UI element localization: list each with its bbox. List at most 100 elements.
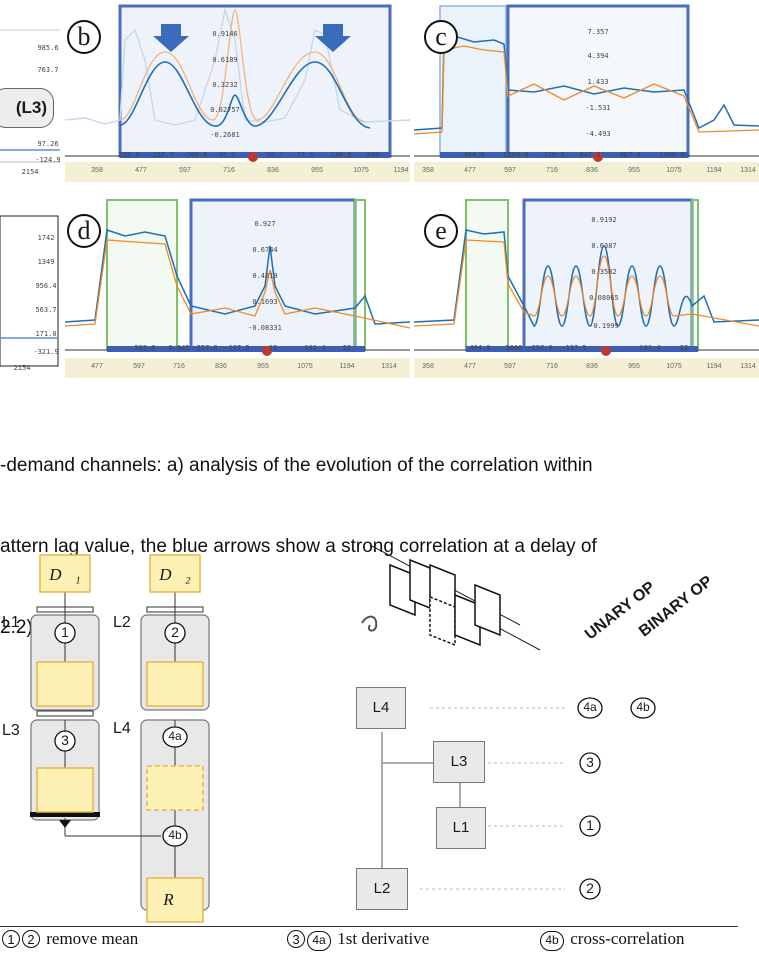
op-step-3: 3 <box>61 732 69 748</box>
input-d2: D⃗₂ <box>159 565 191 584</box>
panel-label-e: e <box>424 214 458 248</box>
tree-node-label: L1 <box>452 819 470 836</box>
value-label: 0.6189 <box>212 56 238 64</box>
op-step-2: 2 <box>171 624 179 640</box>
legend-step-3: 3 <box>287 930 305 948</box>
tree-op-4a: 4a <box>583 700 597 714</box>
tick-label: 1075 <box>666 167 682 174</box>
value-label: -0.08331 <box>248 324 282 332</box>
value-label: 1349 <box>37 258 55 266</box>
lag-label: -167.7 <box>148 151 174 159</box>
legend-cross-correlation: 4b cross-correlation <box>540 929 684 951</box>
value-label: 0.3232 <box>212 81 238 89</box>
tree-op-4b: 4b <box>636 700 650 714</box>
layer-label-l4: L4 <box>113 720 131 737</box>
value-label: -4.493 <box>585 130 611 138</box>
tree-node-l2: L2 <box>356 868 408 910</box>
tree-node-l4: L4 <box>356 687 406 729</box>
value-label: 0.9146 <box>212 30 238 38</box>
chart-panel-b: b 0.9146 0.6189 0.3232 0.02757 -0.2681 2… <box>65 0 410 182</box>
layer-badge-label: (L3) <box>15 98 47 117</box>
lag-label: -137.5 <box>224 344 250 352</box>
chart-panel-c-plot <box>414 4 759 162</box>
tick-label: 716 <box>546 363 558 370</box>
tree-op-3: 3 <box>586 754 594 770</box>
value-label: 985.6 <box>37 44 59 52</box>
value-label: 0.4219 <box>252 272 278 280</box>
tick-label: 597 <box>179 167 191 174</box>
legend-text: cross-correlation <box>570 929 685 948</box>
lag-label: 1086.9 <box>659 151 685 159</box>
tick-label: 477 <box>135 167 147 174</box>
chart-panel-e: e 0.9192 0.6387 0.3582 0.08065 -0.1999 4… <box>414 196 759 378</box>
lag-label: 464.0 <box>469 344 491 352</box>
lag-label: 503.6 <box>134 344 156 352</box>
lag-label: 464.0 <box>463 151 485 159</box>
lag-label: 22 <box>679 344 689 352</box>
value-label: 0.08065 <box>589 294 619 302</box>
op-step-4a: 4a <box>168 729 182 743</box>
tick-label: 358 <box>422 167 434 174</box>
value-label: 956.4 <box>35 282 57 290</box>
tick-label: 358 <box>91 167 103 174</box>
tree-node-label: L4 <box>372 699 390 716</box>
tick-label: 358 <box>422 363 434 370</box>
left-partial-panel-bottom-plot <box>0 215 59 367</box>
tick-label: 955 <box>257 363 269 370</box>
caption-line: attern lag value, the blue arrows show a… <box>0 536 597 557</box>
lag-label: 138.8 <box>330 151 352 159</box>
tick-label: 1194 <box>706 363 722 370</box>
time-axis: 477 597 716 836 955 1075 1194 1314 <box>65 358 410 378</box>
layer-label-l2: L2 <box>113 614 131 631</box>
tick-label: 836 <box>586 167 598 174</box>
lag-label: 200 <box>366 151 380 159</box>
tree-node-l3: L3 <box>433 741 485 783</box>
tick-label: 2154 <box>13 364 31 372</box>
time-axis: 358 477 597 716 836 955 1075 1194 <box>65 162 410 182</box>
lag-label: -137.5 <box>561 344 587 352</box>
legend-step-4a: 4a <box>307 931 331 951</box>
chart-panel-d-plot <box>65 198 410 356</box>
panel-label-c: c <box>424 20 458 54</box>
pipeline-diagram: D⃗₁ D⃗₂ R⃗ L1 L2 L3 L4 1 2 3 4a 4b <box>0 540 230 925</box>
left-partial-panel-top: 985.6 763.7 97.26 -124.9 2154 (L3) <box>0 0 60 180</box>
legend-text: remove mean <box>46 929 139 948</box>
value-label: 0.1693 <box>252 298 278 306</box>
tick-label: 716 <box>546 167 558 174</box>
value-label: 7.357 <box>587 28 609 36</box>
lag-label: 847.0 <box>579 151 601 159</box>
tick-label: 1314 <box>740 167 756 174</box>
lag-label: 967.4 <box>619 151 641 159</box>
layer-label-l3: L3 <box>2 722 20 739</box>
tick-label: 955 <box>311 167 323 174</box>
tree-op-1: 1 <box>586 817 594 833</box>
value-label: -0.1999 <box>589 322 619 330</box>
pipeline-connectors <box>30 554 210 923</box>
tick-label: 1314 <box>381 363 397 370</box>
tick-label: 1194 <box>706 167 722 174</box>
value-label: 563.7 <box>35 306 57 314</box>
tick-label: 955 <box>628 363 640 370</box>
value-label: 0.02757 <box>210 106 240 114</box>
caption-line: 2.2). <box>0 617 39 638</box>
chart-panel-e-plot <box>414 198 759 356</box>
tick-label: 836 <box>267 167 279 174</box>
value-label: 1742 <box>37 234 55 242</box>
tick-label: 1194 <box>393 167 409 174</box>
lag-label: 5609.0 <box>503 151 529 159</box>
time-axis: 358 477 597 716 836 955 1075 1194 1314 <box>414 162 759 182</box>
lag-label: 19 <box>268 344 278 352</box>
chart-panel-d: d 0.927 0.6744 0.4219 0.1693 -0.08331 50… <box>65 196 410 378</box>
tick-label: 477 <box>464 167 476 174</box>
value-label: 0.927 <box>254 220 276 228</box>
lag-label: 77.5 <box>296 151 314 159</box>
lag-label: -45.1 <box>214 151 236 159</box>
input-d1: D⃗₁ <box>49 565 81 584</box>
value-label: 171.0 <box>35 330 57 338</box>
chart-panel-c: c 7.357 4.394 1.433 -1.531 -4.493 464.0 … <box>414 0 759 182</box>
value-label: 0.6744 <box>252 246 278 254</box>
tree-op-2: 2 <box>586 880 594 896</box>
layer-tree: UNARY OP BINARY OP L4 L3 L1 L2 4a 4b 3 1… <box>340 535 759 925</box>
